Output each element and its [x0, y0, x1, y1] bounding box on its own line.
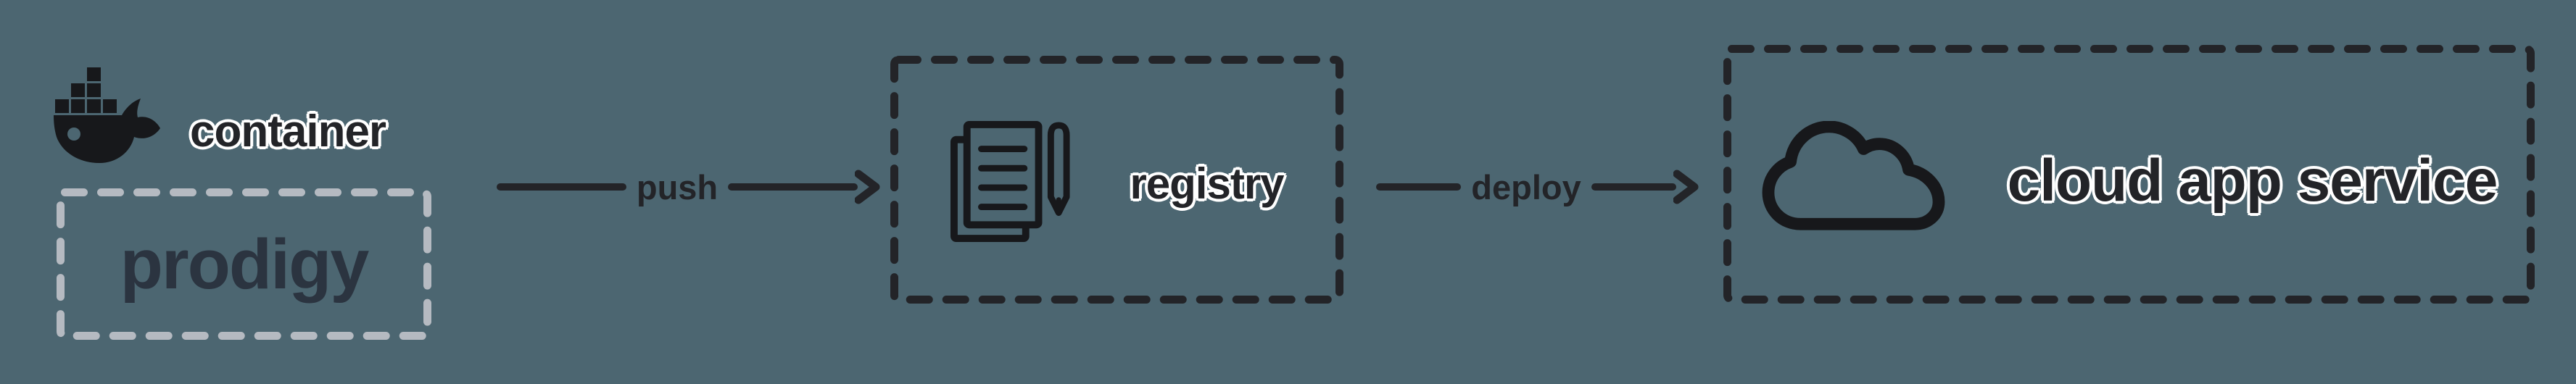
registry-box-border [890, 56, 1343, 304]
cloud-app-service-label: cloud app service [2007, 147, 2498, 214]
deploy-arrow-label: deploy [1471, 167, 1581, 206]
push-arrow-line-right [728, 183, 858, 191]
documents-pen-icon [950, 120, 1072, 246]
prodigy-box-border [57, 188, 431, 340]
cloud-app-service-box: cloud app service [1723, 45, 2535, 304]
push-arrowhead-icon [855, 170, 881, 204]
push-arrow-line-left [497, 183, 626, 191]
registry-box: registry [890, 56, 1343, 304]
push-arrow: push [497, 167, 881, 207]
prodigy-box: prodigy [57, 188, 431, 340]
docker-whale-icon [52, 67, 162, 170]
prodigy-label: prodigy [120, 224, 370, 304]
cloud-app-service-box-border [1723, 45, 2535, 304]
container-label: container [190, 106, 386, 156]
registry-label: registry [1130, 159, 1284, 208]
push-arrow-label: push [636, 167, 718, 206]
deploy-arrow-line-right [1591, 183, 1676, 191]
deploy-arrow-line-left [1376, 183, 1462, 191]
deploy-arrowhead-icon [1673, 170, 1699, 204]
cloud-icon [1761, 120, 1946, 241]
deploy-arrow: deploy [1376, 167, 1699, 207]
